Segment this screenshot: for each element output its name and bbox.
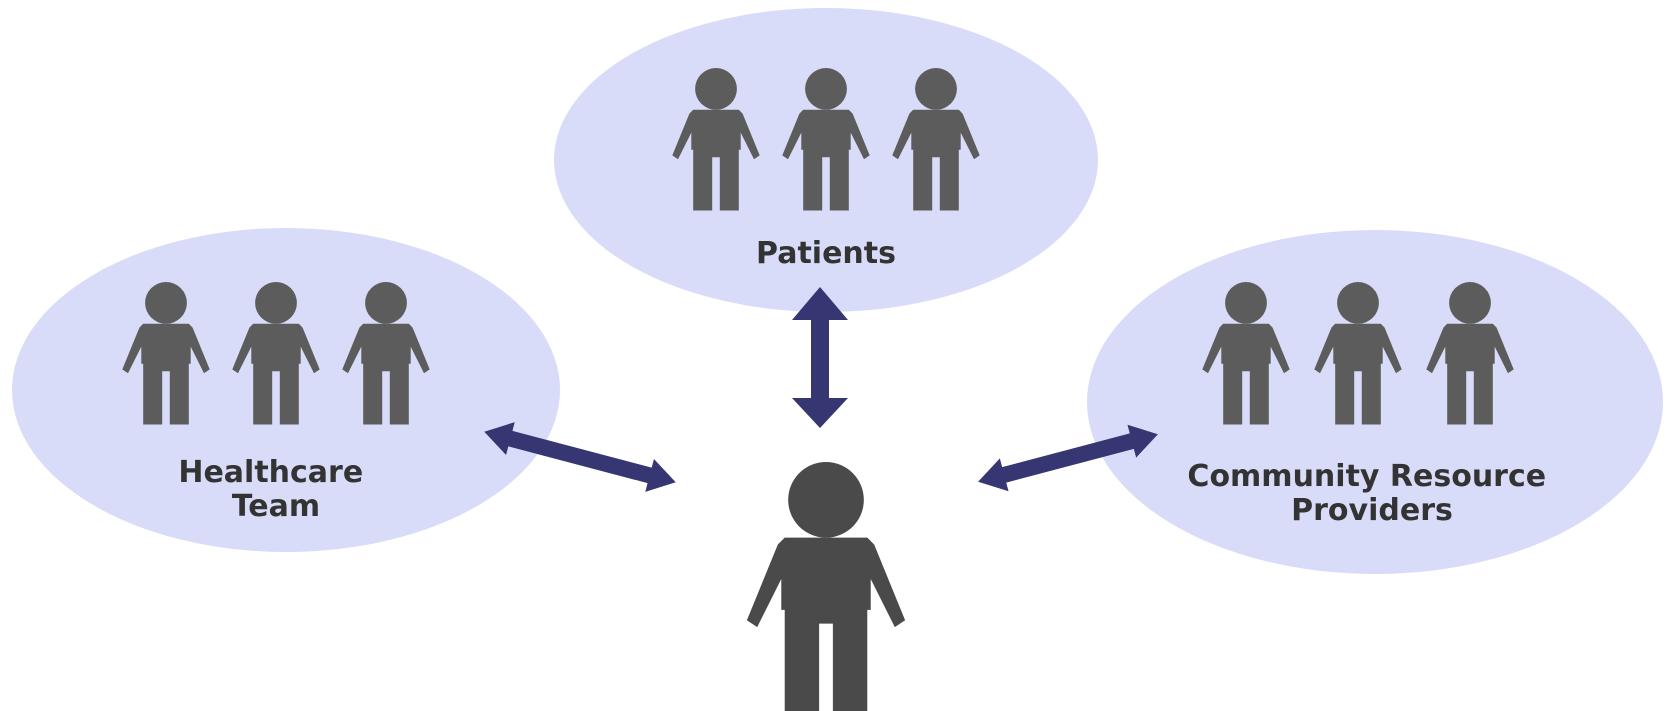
patients-ellipse xyxy=(554,8,1098,312)
double-headed-arrow-icon xyxy=(792,287,848,428)
healthcare-team-group: Healthcare Team xyxy=(12,228,560,552)
community-resource-providers-label-line-1: Community Resource xyxy=(1187,459,1546,494)
community-resource-providers-label: Community Resource Providers xyxy=(1187,459,1556,528)
double-headed-arrow-icon xyxy=(484,422,676,492)
arrow-shape xyxy=(484,422,676,492)
community-resource-providers-label-line-2: Providers xyxy=(1291,493,1453,528)
healthcare-team-label-line-2: Team xyxy=(232,489,320,524)
patients-label: Patients xyxy=(756,236,896,271)
healthcare-team-label: Healthcare Team xyxy=(178,455,373,524)
community-resource-providers-group: Community Resource Providers xyxy=(1087,230,1663,574)
person-icon xyxy=(746,462,906,711)
arrow-shape xyxy=(978,424,1158,492)
center-person xyxy=(746,462,906,711)
patients-label-line-1: Patients xyxy=(756,236,896,271)
patients-group: Patients xyxy=(554,8,1098,312)
double-headed-arrow-icon xyxy=(978,424,1158,492)
healthcare-team-label-line-1: Healthcare xyxy=(178,455,363,490)
connector-arrows xyxy=(484,287,1158,492)
